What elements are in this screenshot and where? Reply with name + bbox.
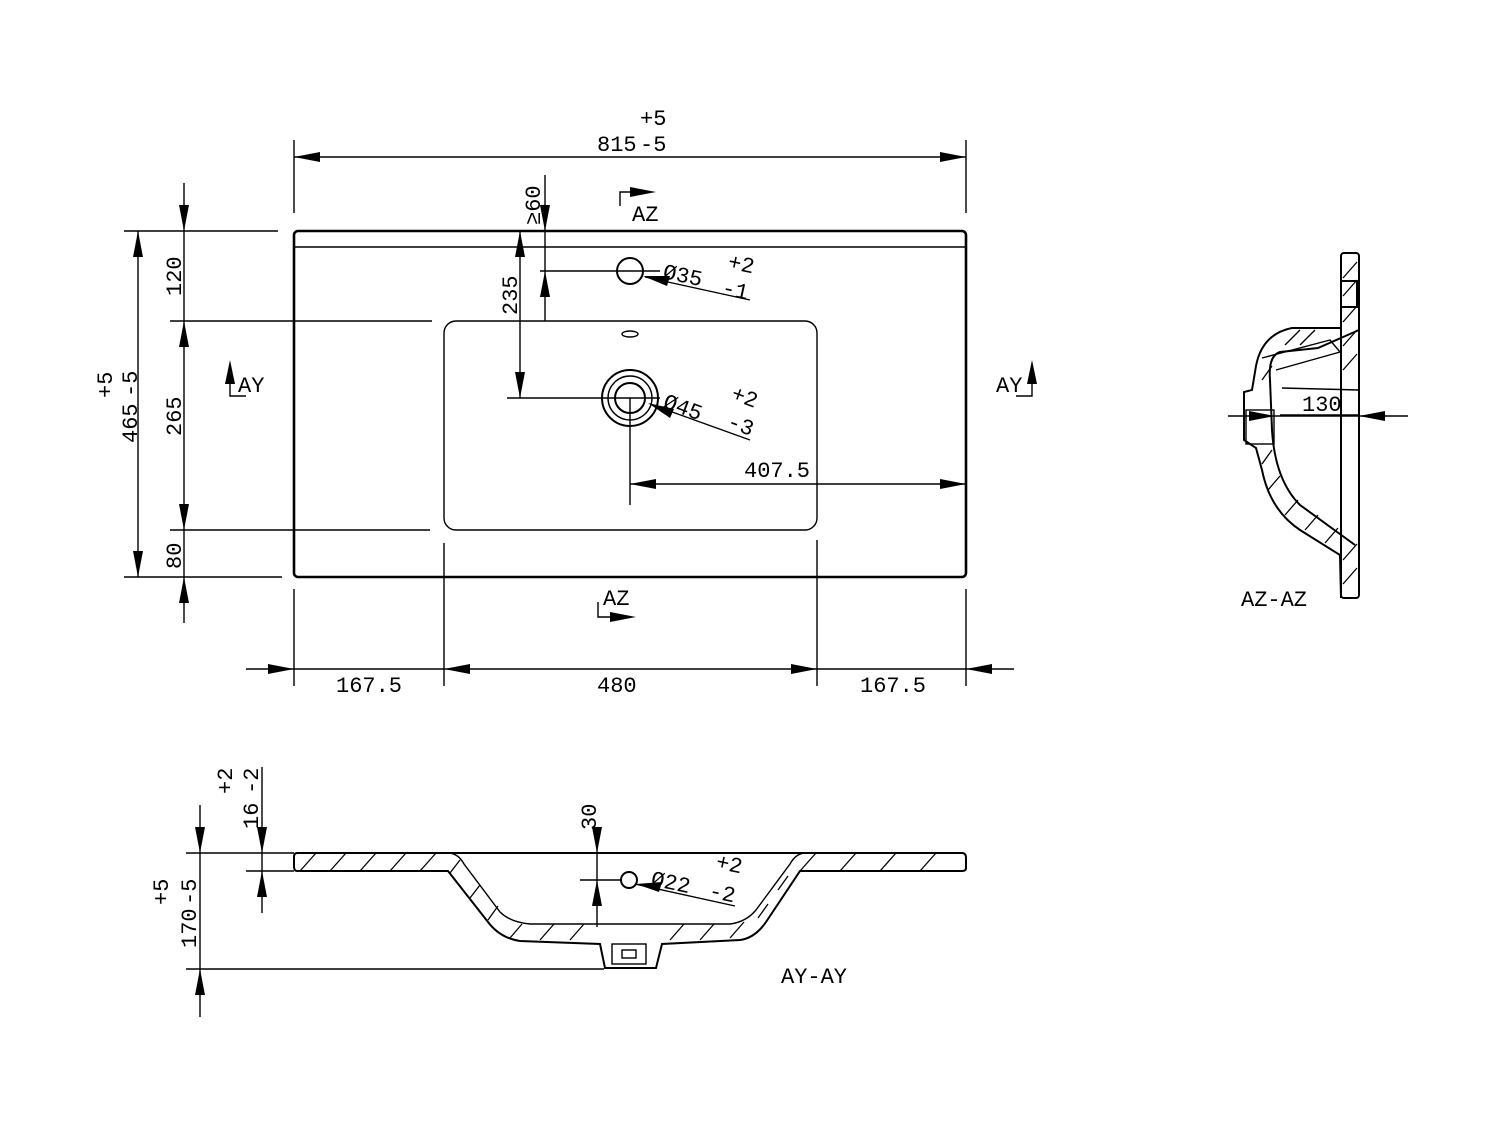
dim-drain-to-right: 407.5 — [744, 459, 810, 484]
drain-diameter: Ø45 — [660, 390, 706, 427]
overall-width-value: 815 — [597, 133, 637, 158]
dim-front: 80 — [163, 543, 188, 569]
overflow-slot — [621, 330, 639, 338]
tap-hole-tol-minus: -1 — [720, 276, 751, 306]
front-section-ay: +5 170 -5 +2 -2 16 30 Ø22 +2 -2 AY-AY — [150, 767, 967, 1017]
basin-outline — [292, 229, 968, 579]
dim-left-margin: 167.5 — [336, 674, 402, 699]
dim-bowl-width: 480 — [597, 674, 637, 699]
overall-depth-tol-minus: -5 — [119, 371, 144, 397]
side-section-az: 130 AZ-AZ — [1228, 252, 1408, 613]
section-label-az: AZ-AZ — [1241, 588, 1307, 613]
overall-width-tol-minus: -5 — [640, 133, 666, 158]
overflow-diameter: Ø22 — [649, 867, 693, 900]
dim-right-margin: 167.5 — [860, 674, 926, 699]
overall-height-tol-plus: +5 — [150, 879, 175, 905]
section-mark-ay-right: AY — [996, 374, 1022, 399]
overflow-tol-minus: -2 — [707, 879, 738, 909]
tap-hole-diameter: Ø35 — [661, 260, 705, 293]
overall-depth-tol-plus: +5 — [94, 372, 119, 398]
plan-view: +5 815 -5 +5 465 -5 120 265 80 ≥60 235 — [94, 107, 1037, 699]
overflow-hole — [620, 871, 638, 889]
section-mark-ay-left: AY — [238, 374, 264, 399]
section-mark-az-top: AZ — [632, 203, 658, 228]
section-label-ay: AY-AY — [781, 965, 847, 990]
back-wall — [1340, 252, 1360, 599]
overall-height-value: 170 — [178, 908, 203, 948]
rim-thickness: 16 — [240, 803, 265, 829]
overflow-tol-plus: +2 — [714, 850, 745, 880]
rim-tol-plus: +2 — [214, 768, 239, 794]
overall-height-tol-minus: -5 — [178, 879, 203, 905]
overall-width-tol-plus: +5 — [640, 107, 666, 132]
dim-back-to-bowl: 120 — [163, 256, 188, 296]
dim-overflow-depth: 30 — [578, 804, 603, 830]
tap-hole-tol-plus: +2 — [726, 250, 757, 280]
rim-tol-minus: -2 — [240, 768, 265, 794]
section-mark-az-bottom: AZ — [603, 587, 629, 612]
dim-back-to-drain: 235 — [499, 275, 524, 315]
drain-tol-minus: -3 — [724, 410, 757, 443]
overall-depth-value: 465 — [119, 403, 144, 443]
dim-overflow: 130 — [1302, 393, 1342, 418]
dim-bowl-depth: 265 — [163, 396, 188, 436]
dim-tap-min-offset: ≥60 — [522, 185, 547, 225]
bowl-outline — [443, 320, 818, 531]
